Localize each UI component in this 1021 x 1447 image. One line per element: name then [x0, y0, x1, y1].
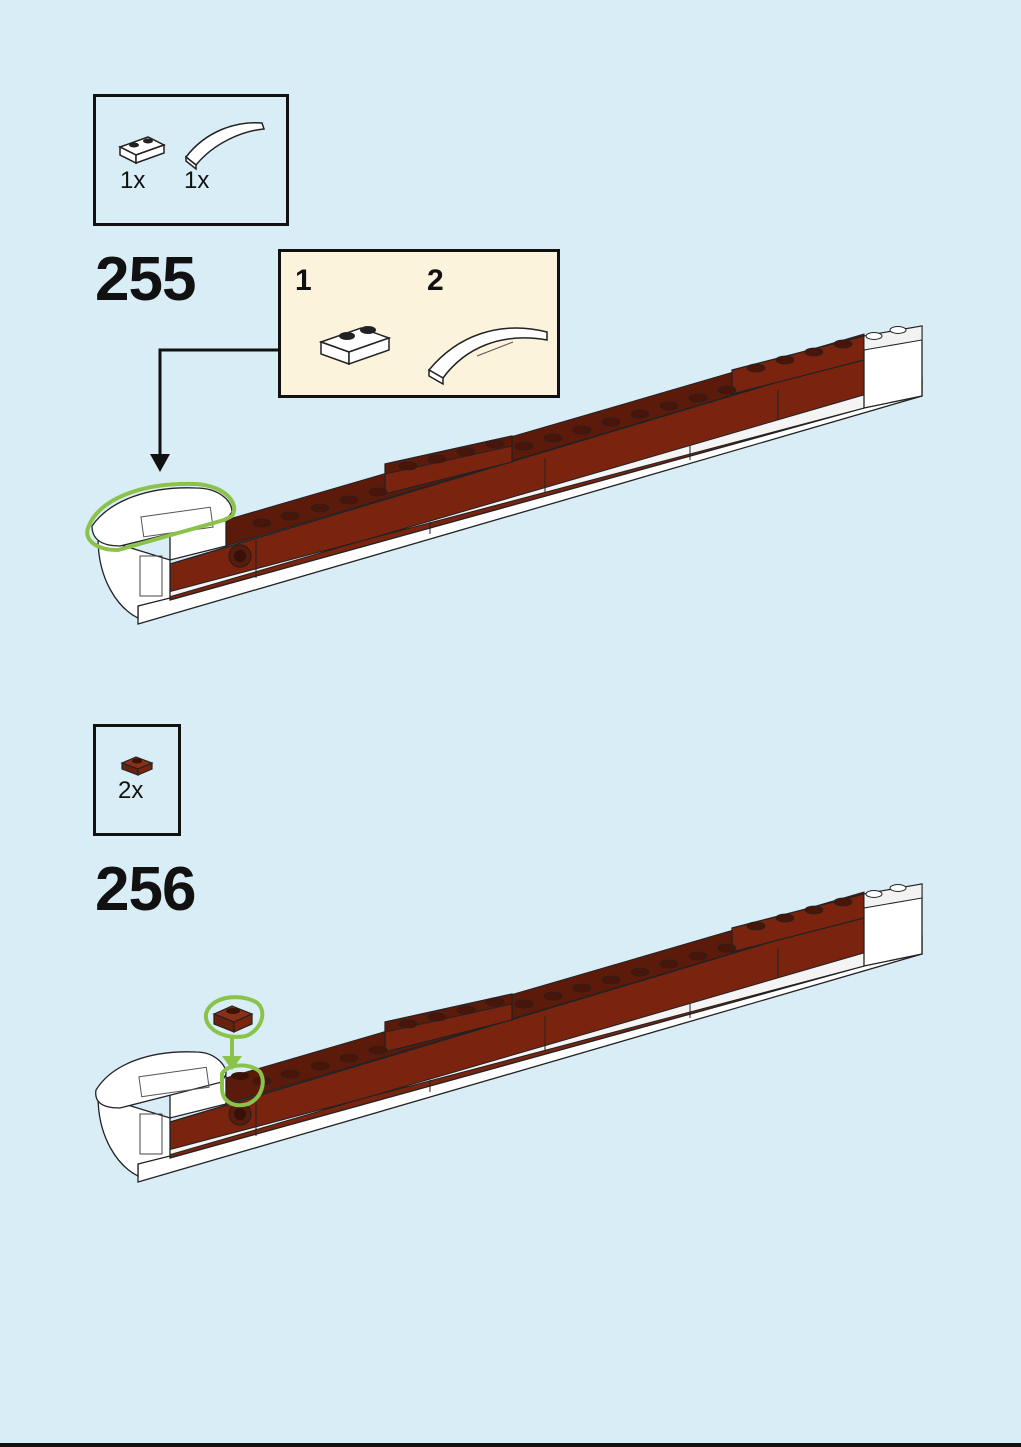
- callout-arrow: [160, 350, 278, 456]
- model-step-255: [87, 326, 922, 624]
- model-step-256: [96, 884, 922, 1182]
- reddish-brown-plate-1x1-icon: [214, 1006, 252, 1032]
- page-border: [0, 1443, 1021, 1447]
